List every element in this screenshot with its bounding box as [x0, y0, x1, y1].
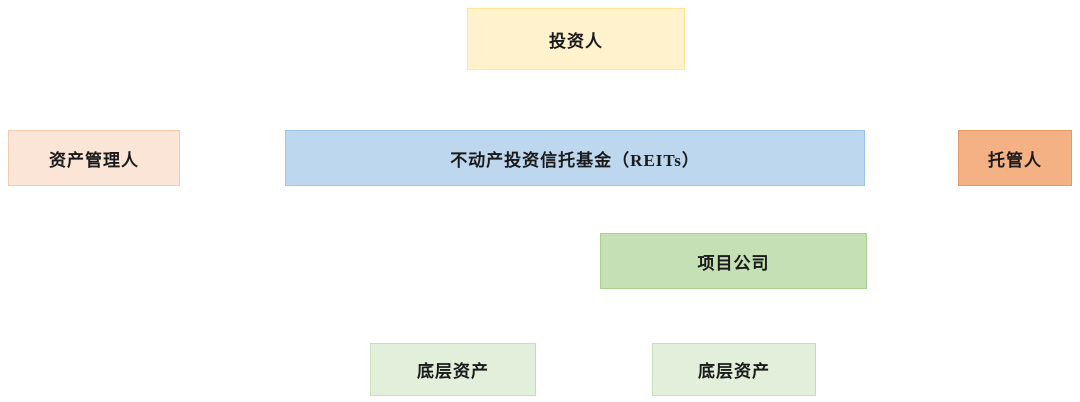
investor-label: 投资人	[549, 31, 603, 51]
asset-manager-label: 资产管理人	[49, 150, 139, 170]
project-company-label: 项目公司	[697, 253, 770, 273]
underlying-asset-right-node: 底层资产	[652, 343, 816, 396]
custodian-node: 托管人	[958, 130, 1072, 186]
investor-node: 投资人	[467, 8, 685, 70]
asset-manager-node: 资产管理人	[8, 130, 180, 186]
reits-fund-label: 不动产投资信托基金（REITs）	[450, 150, 700, 170]
underlying-asset-left-node: 底层资产	[370, 343, 536, 396]
underlying-asset-right-label: 底层资产	[698, 362, 770, 381]
custodian-label: 托管人	[988, 150, 1042, 170]
underlying-asset-left-label: 底层资产	[417, 362, 489, 381]
project-company-node: 项目公司	[600, 233, 867, 289]
reits-fund-node: 不动产投资信托基金（REITs）	[285, 130, 865, 186]
